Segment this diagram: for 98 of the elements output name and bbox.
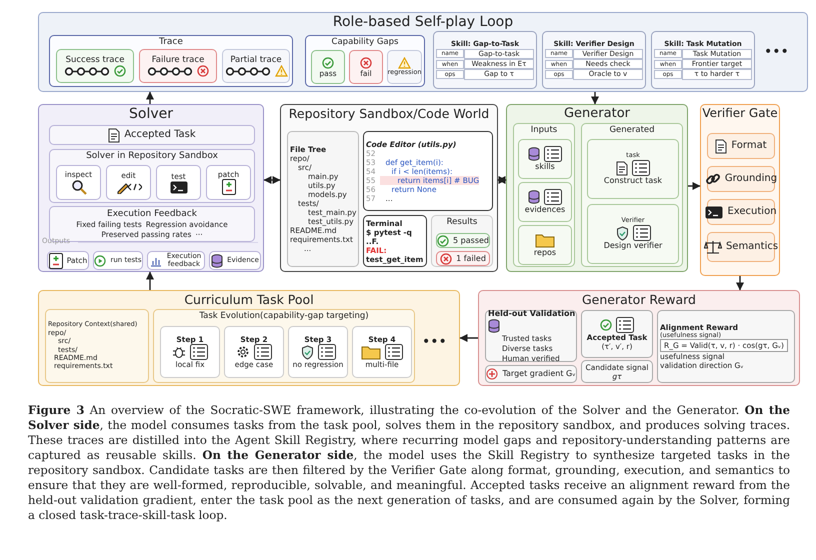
heading-text: Trace bbox=[159, 37, 183, 47]
heading-text: Task Evolution(capability-gap targeting) bbox=[199, 311, 369, 321]
item-card bbox=[518, 225, 572, 265]
item-card bbox=[707, 166, 775, 192]
item-card bbox=[156, 165, 201, 200]
section-panel bbox=[38, 12, 808, 92]
item-card bbox=[581, 310, 653, 358]
heading-text: 5 passed bbox=[453, 236, 489, 246]
item-card bbox=[436, 251, 490, 266]
heading-text: Target gradient Gᵥ bbox=[502, 369, 576, 379]
heading-text: Solver in Repository Sandbox bbox=[86, 151, 218, 161]
item-card bbox=[651, 31, 755, 89]
heading-text: Partial trace bbox=[230, 54, 282, 66]
item-card bbox=[56, 49, 134, 83]
item-card bbox=[587, 139, 679, 199]
heading-text: Accepted Task bbox=[124, 129, 196, 141]
arrow bbox=[591, 92, 599, 104]
item-card bbox=[288, 326, 348, 378]
item-card bbox=[707, 199, 775, 225]
heading-text: Generated bbox=[609, 125, 655, 135]
arrow bbox=[736, 276, 744, 290]
heading-text: Generator bbox=[564, 106, 630, 121]
item-card bbox=[147, 251, 205, 270]
heading-text: Execution bbox=[727, 206, 777, 218]
section-panel bbox=[38, 104, 264, 272]
section-panel bbox=[478, 290, 800, 386]
section-panel bbox=[38, 290, 460, 386]
item-card bbox=[657, 310, 795, 383]
section-panel bbox=[49, 149, 255, 203]
item-card bbox=[47, 251, 89, 270]
item-card bbox=[49, 125, 255, 145]
ellipsis-text: ••• bbox=[422, 334, 447, 350]
item-card bbox=[387, 50, 422, 84]
section-panel bbox=[49, 35, 293, 87]
item-card bbox=[139, 49, 217, 83]
heading-text: Failure trace bbox=[152, 54, 204, 66]
item-card bbox=[224, 326, 284, 378]
heading-text: Held-out Validation bbox=[488, 308, 576, 318]
heading-text: skills bbox=[535, 162, 555, 172]
ellipsis-text: ••• bbox=[764, 44, 789, 60]
heading-text: Grounding bbox=[724, 173, 778, 185]
section-panel bbox=[700, 104, 780, 276]
item-card bbox=[436, 233, 490, 248]
item-card bbox=[518, 139, 572, 179]
heading-text: Execution Feedback bbox=[107, 208, 197, 220]
item-card bbox=[542, 31, 646, 89]
item-card bbox=[485, 310, 577, 362]
heading-text: 1 failed bbox=[456, 254, 486, 264]
heading-text: Capability Gaps bbox=[332, 37, 398, 47]
item-text: Construct task bbox=[604, 176, 662, 186]
heading-text: Role-based Self-play Loop bbox=[332, 14, 514, 30]
heading-text: Inputs bbox=[530, 125, 558, 135]
arrow bbox=[264, 176, 280, 184]
section-panel bbox=[581, 123, 683, 267]
section-panel bbox=[431, 215, 493, 267]
item-card bbox=[56, 165, 101, 200]
item-card bbox=[206, 165, 251, 200]
heading-text: Format bbox=[731, 140, 767, 152]
item-card bbox=[433, 31, 537, 89]
heading-text: Verifier Gate bbox=[702, 106, 778, 120]
item-text: Design verifier bbox=[604, 241, 662, 251]
item-card bbox=[352, 326, 412, 378]
arrow bbox=[688, 182, 700, 190]
item-card bbox=[363, 131, 493, 211]
section-panel bbox=[513, 123, 575, 267]
item-card bbox=[222, 49, 290, 83]
heading-text: Success trace bbox=[66, 54, 124, 66]
arrow bbox=[146, 92, 154, 104]
heading-text: repos bbox=[534, 248, 556, 258]
item-card bbox=[209, 251, 261, 270]
arrow bbox=[146, 272, 154, 290]
figure-caption: Figure 3 An overview of the Socratic-SWE framework, illustrating the co-evolution of the Solver and the Generator. On the Solver side, the model consumes tasks from the task pool, solves them in the repository sandbox, and produces solving traces. These traces are distilled into the Agent Skill Registry, where recurring model gaps and repository-understanding patterns are captured as reusable skills. On the Generator side, the model uses the Skill Registry to synthesize targeted tasks in the repository sandbox. Candidate tasks are then filtered by the Verifier Gate along format, grounding, execution, and semantics to ensure that they are well-formed, reproducible, solvable, and meaningful. Accepted tasks receive an alignment reward from the held-out validation gradient, enter the task pool as the next generation of tasks, and are consumed again by the Solver, forming a closed task-trace-skill-task loop. bbox=[28, 403, 790, 523]
section-panel bbox=[280, 104, 498, 272]
heading-text: Generator Reward bbox=[582, 292, 696, 307]
item-card bbox=[106, 165, 151, 200]
section-panel bbox=[153, 309, 415, 383]
item-card bbox=[287, 131, 359, 267]
arrow bbox=[498, 176, 506, 184]
item-card bbox=[587, 204, 679, 264]
item-card bbox=[485, 365, 577, 383]
heading-text: Curriculum Task Pool bbox=[184, 292, 314, 307]
heading-text: Semantics bbox=[726, 241, 778, 253]
item-card bbox=[363, 215, 427, 267]
item-card bbox=[349, 50, 383, 84]
heading-text: Results bbox=[446, 217, 478, 227]
item-card bbox=[45, 309, 149, 383]
item-card bbox=[160, 326, 220, 378]
item-card bbox=[93, 251, 143, 270]
heading-text: Solver bbox=[129, 106, 173, 122]
heading-text: evidences bbox=[524, 205, 566, 215]
section-panel bbox=[305, 35, 425, 87]
item-card bbox=[518, 182, 572, 222]
heading-text: Repository Sandbox/Code World bbox=[288, 106, 490, 121]
arrow bbox=[460, 334, 478, 342]
item-card bbox=[311, 50, 345, 84]
section-panel bbox=[506, 104, 688, 272]
item-card bbox=[707, 133, 775, 159]
item-card bbox=[581, 360, 653, 383]
